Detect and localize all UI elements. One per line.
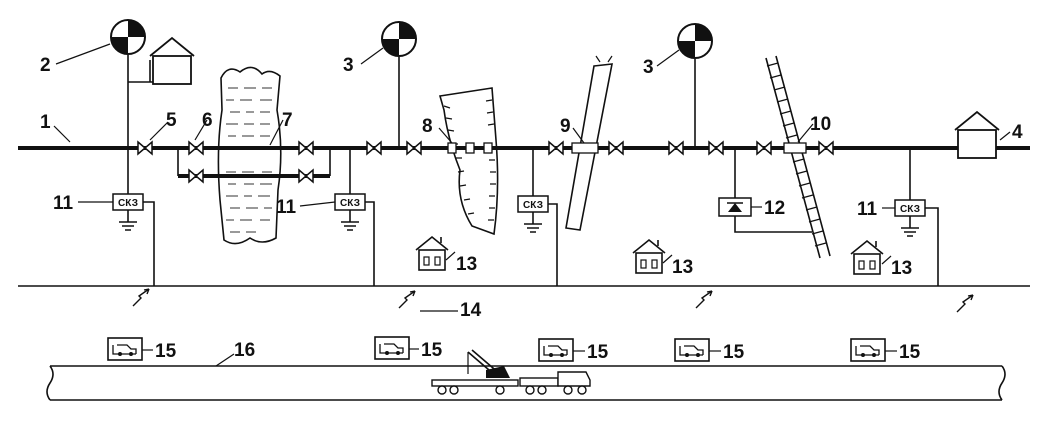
service-posts	[107, 336, 886, 362]
label-9: 9	[560, 116, 571, 137]
label-6: 6	[202, 110, 213, 131]
diode-icon	[727, 202, 743, 212]
label-15: 15	[155, 341, 177, 362]
label-11: 11	[276, 197, 297, 218]
radio-station-icon	[110, 19, 146, 55]
label-15: 15	[723, 342, 745, 363]
label-15: 15	[421, 340, 443, 361]
radio-stations	[110, 19, 713, 148]
label-4: 4	[1012, 122, 1023, 143]
leader-lines	[53, 43, 1011, 367]
gate-valve-icon	[756, 141, 772, 155]
label-7: 7	[282, 110, 293, 131]
gate-valve-icon	[548, 141, 564, 155]
label-2: 2	[40, 55, 51, 76]
label-15: 15	[899, 342, 921, 363]
radio-link-icon	[132, 288, 150, 307]
skz-label: СКЗ	[900, 204, 920, 215]
gate-valve-icon	[188, 169, 204, 183]
label-5: 5	[166, 110, 177, 131]
house-icon	[632, 239, 666, 274]
gate-valve-icon	[406, 141, 422, 155]
ground-icon	[900, 227, 920, 237]
road-crossing	[565, 55, 613, 231]
railway-crossing	[765, 55, 831, 259]
ground-icon	[340, 221, 360, 231]
gate-valve-icon	[188, 141, 204, 155]
radio-station-icon	[381, 21, 417, 57]
gate-valve-icon	[298, 169, 314, 183]
cathodic-protection-stations: СКЗ СКЗ СКЗ СКЗ	[112, 148, 939, 286]
radio-link-icon	[956, 294, 974, 313]
label-3: 3	[643, 57, 654, 78]
label-16: 16	[234, 340, 255, 361]
label-8: 8	[422, 116, 433, 137]
ground-icon	[118, 221, 138, 231]
end-consumer-house	[954, 111, 1000, 159]
service-post-icon	[674, 338, 710, 362]
house-icon	[415, 236, 449, 271]
house-icon	[149, 37, 195, 85]
label-11: 11	[857, 199, 878, 220]
radio-link-icon	[695, 290, 713, 309]
house-icon	[954, 111, 1000, 159]
service-post-icon	[374, 336, 410, 360]
label-11: 11	[53, 193, 74, 214]
label-15: 15	[587, 342, 609, 363]
label-1: 1	[40, 112, 51, 133]
gate-valve-icon	[298, 141, 314, 155]
drainage-rectifier	[718, 148, 812, 233]
label-3: 3	[343, 55, 354, 76]
skz-label: СКЗ	[523, 200, 543, 211]
gate-valve-icon	[366, 141, 382, 155]
house-icon	[850, 240, 884, 275]
skz-label: СКЗ	[340, 198, 360, 209]
label-12: 12	[764, 198, 785, 219]
river-crossing	[217, 66, 282, 245]
label-13: 13	[672, 257, 693, 278]
gate-valve-icon	[818, 141, 834, 155]
service-post-icon	[107, 337, 143, 361]
ravine-crossing	[438, 87, 499, 236]
radio-links	[132, 288, 974, 313]
station-house	[128, 37, 195, 85]
settlements	[415, 236, 884, 275]
gate-valve-icon	[137, 141, 153, 155]
label-10: 10	[810, 114, 831, 135]
skz-label: СКЗ	[118, 198, 138, 209]
radio-station-icon	[677, 23, 713, 59]
label-14: 14	[460, 300, 482, 321]
crane-truck-icon	[431, 349, 591, 395]
ground-icon	[523, 223, 543, 233]
gate-valve-icon	[708, 141, 724, 155]
service-post-icon	[850, 338, 886, 362]
gate-valve-icon	[608, 141, 624, 155]
gate-valve-icon	[668, 141, 684, 155]
callout-labels: 1 2 3 3 4 5 6 7 8 9 10 11 11 11 12 13 13…	[40, 55, 1023, 363]
label-13: 13	[891, 258, 912, 279]
service-post-icon	[538, 338, 574, 362]
label-13: 13	[456, 254, 477, 275]
radio-link-icon	[398, 290, 416, 309]
service-road	[46, 365, 1006, 401]
